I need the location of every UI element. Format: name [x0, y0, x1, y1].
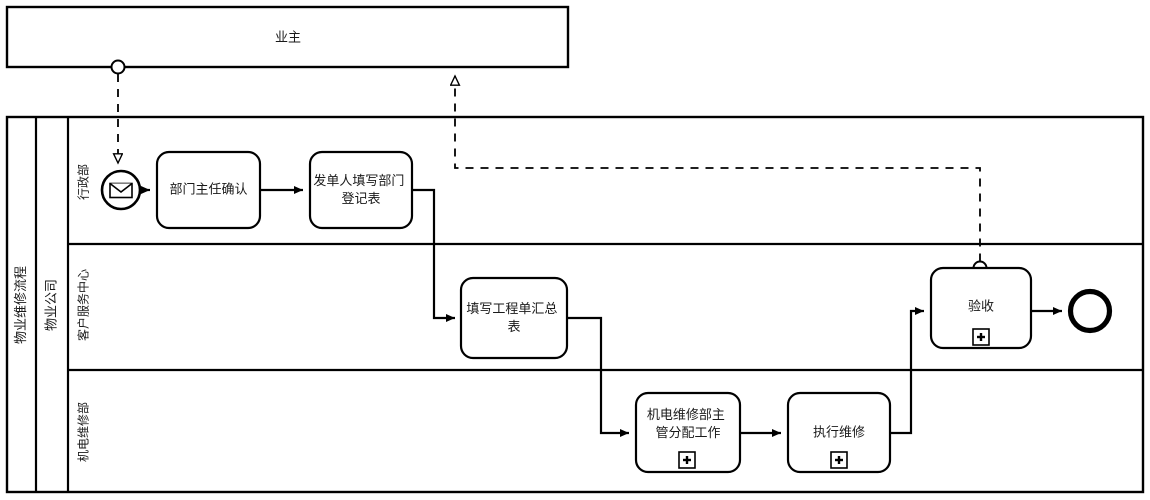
task-t4-line1: 机电维修部主 [647, 408, 725, 423]
lane-admin[interactable]: 行政部 [76, 164, 91, 200]
lane-maintenance-label: 机电维修部 [76, 402, 91, 462]
message-flow-source-connector-icon [110, 59, 126, 75]
lane-admin-label: 行政部 [76, 164, 91, 200]
task-t4-label: 机电维修部主 管分配工作 [647, 408, 729, 441]
task-t3-line1: 填写工程单汇总 [466, 302, 557, 317]
task-t4-line2: 管分配工作 [655, 426, 720, 441]
task-acceptance[interactable]: 验收 [929, 266, 1033, 350]
task-t4-box [634, 391, 742, 474]
task-t2-line1: 发单人填写部门 [313, 173, 404, 189]
seq-flow-t2-to-t3[interactable] [412, 188, 455, 322]
pool-owner[interactable]: 业主 [5, 5, 570, 69]
lane-maintenance[interactable]: 机电维修部 [76, 402, 91, 462]
task-t1-box [155, 150, 262, 230]
task-t2-box [308, 150, 414, 230]
task-t6-box [929, 266, 1033, 350]
plus-icon [972, 328, 990, 346]
task-t2-label: 发单人填写部门 登记表 [313, 173, 408, 207]
task-issuer-fill-department-register[interactable]: 发单人填写部门 登记表 [308, 150, 414, 230]
seq-flow-t5-to-t6[interactable] [890, 307, 924, 435]
pool-company-label: 物业公司 [45, 279, 60, 331]
lane-service-label: 客户服务中心 [76, 269, 91, 341]
task-t2-line2: 登记表 [341, 192, 380, 207]
task-t1-label: 部门主任确认 [169, 183, 247, 198]
pool-owner-box [5, 5, 570, 69]
task-department-director-confirm[interactable]: 部门主任确认 [155, 150, 262, 230]
message-start-event[interactable] [100, 169, 142, 211]
end-event-circle [1067, 288, 1113, 334]
message-flow-line-outgoing [455, 76, 981, 262]
seq-flow-t3-to-t4[interactable] [567, 316, 629, 437]
task-t3-line2: 表 [507, 320, 520, 335]
task-t5-box [786, 391, 892, 474]
plus-icon [830, 451, 848, 469]
task-execute-repair[interactable]: 执行维修 [786, 391, 892, 474]
task-fill-engineering-summary[interactable]: 填写工程单汇总 表 [459, 276, 569, 360]
lane-service[interactable]: 客户服务中心 [76, 269, 91, 341]
message-flow-owner-to-start[interactable] [110, 59, 126, 164]
task-supervisor-assign-work[interactable]: 机电维修部主 管分配工作 [634, 391, 742, 474]
end-event[interactable] [1067, 288, 1113, 334]
process-band-label: 物业维修流程 [14, 266, 29, 344]
task-t6-label: 验收 [968, 299, 994, 315]
envelope-icon [109, 182, 133, 199]
task-t5-label: 执行维修 [813, 426, 865, 441]
plus-icon [678, 451, 696, 469]
task-t3-box [459, 276, 569, 360]
pool-owner-label: 业主 [275, 31, 301, 46]
task-t3-label: 填写工程单汇总 表 [466, 302, 561, 335]
